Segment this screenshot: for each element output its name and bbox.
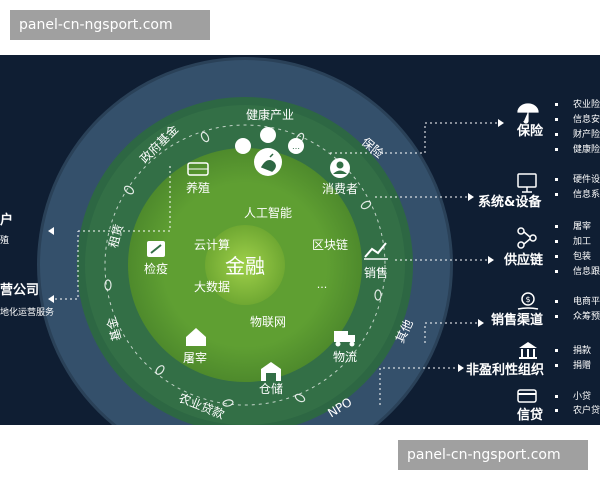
institution-icon (519, 342, 537, 359)
right-credit-item-1: 农户贷 (573, 404, 600, 416)
chicken-icon (260, 153, 276, 172)
right-npo-item-0: 捐款 (573, 344, 591, 356)
truck-icon (334, 331, 348, 342)
right-insurance-item-0: 农业险 (573, 98, 600, 110)
watermark-top: panel-cn-ngsport.com (10, 10, 210, 40)
svg-text:…: … (292, 142, 300, 151)
right-systems-item-0: 硬件设 (573, 173, 600, 185)
right-connectors (330, 122, 500, 405)
right-title-supply-chain: 供应链 (503, 252, 544, 268)
node-label-logistics: 物流 (333, 350, 357, 364)
right-insurance-item-1: 信息安 (573, 113, 600, 125)
right-systems-item-1: 信息系 (573, 188, 600, 200)
node-label-storage: 仓储 (259, 381, 283, 396)
watermark-bottom: panel-cn-ngsport.com (398, 440, 588, 470)
svg-text:$: $ (525, 295, 530, 304)
right-title-npo: 非盈利性组织 (466, 362, 544, 378)
right-block-sales-channel: $ 销售渠道 电商平 众筹预 (491, 292, 600, 328)
right-insurance-item-2: 财产险 (573, 128, 600, 140)
right-supply-item-0: 屠宰 (573, 220, 591, 232)
outer-label-fund: 基金 (103, 316, 124, 343)
right-title-systems: 系统&设备 (478, 194, 542, 210)
network-icon (517, 227, 537, 249)
left-item1-sub: 殖 (0, 234, 9, 246)
left-connectors (50, 163, 171, 300)
right-sales-item-0: 电商平 (573, 295, 600, 307)
right-npo-item-1: 捐赠 (573, 359, 591, 371)
node-storage: 仓储 (259, 362, 283, 396)
node-label-consumer: 消费者 (322, 182, 358, 196)
right-block-npo: 非盈利性组织 捐款 捐赠 (466, 342, 591, 378)
right-insurance-item-3: 健康险 (573, 143, 600, 155)
house-icon (186, 328, 206, 346)
right-supply-item-3: 信息跟 (573, 265, 600, 277)
top-label: 健康产业 (246, 107, 294, 122)
right-supply-item-1: 加工 (573, 236, 591, 247)
right-supply-item-2: 包装 (573, 250, 591, 262)
node-label-breeding: 养殖 (186, 180, 210, 195)
node-slaughter: 屠宰 (183, 328, 207, 365)
node-label-slaughter: 屠宰 (183, 350, 207, 365)
left-arrows (48, 227, 54, 303)
node-breeding: 养殖 (186, 162, 210, 195)
credit-card-icon (517, 389, 537, 403)
umbrella-icon (517, 103, 539, 124)
node-quarantine: 检疫 (144, 241, 168, 276)
right-block-credit: 信贷 小贷 农户贷 (517, 389, 600, 423)
right-block-systems: 系统&设备 硬件设 信息系 (478, 173, 600, 210)
node-sales: 销售 (364, 242, 388, 280)
left-item1-title: 户 (0, 212, 13, 228)
finance-ecosystem-diagram: 金融 人工智能 区块链 云计算 大数据 ... 物联网 健康产业 … 养殖 消费… (0, 55, 600, 425)
node-consumer: 消费者 (322, 158, 358, 196)
right-title-sales-channel: 销售渠道 (491, 312, 543, 328)
node-label-quarantine: 检疫 (144, 261, 168, 276)
left-item2-title: 营公司 (0, 282, 39, 298)
inner-label-ai: 人工智能 (244, 205, 292, 220)
inner-label-iot: 物联网 (250, 315, 286, 329)
center-disc (205, 225, 285, 305)
dollar-hand-icon: $ (517, 292, 539, 310)
middle-path (104, 124, 386, 406)
right-credit-item-0: 小贷 (573, 390, 591, 402)
right-arrows (458, 119, 504, 372)
right-title-credit: 信贷 (517, 407, 543, 423)
right-sales-item-1: 众筹预 (573, 310, 600, 322)
right-block-insurance: 保险 农业险 信息安 财产险 健康险 (516, 98, 600, 155)
left-item2-sub: 地化运营服务 (0, 306, 54, 318)
health-industry-cluster: … (235, 127, 304, 176)
chart-up-icon (364, 242, 387, 258)
inner-label-cloud: 云计算 (194, 237, 230, 252)
inner-label-bigdata: 大数据 (194, 279, 230, 294)
center-label: 金融 (225, 254, 265, 278)
diagram-svg: 金融 人工智能 区块链 云计算 大数据 ... 物联网 健康产业 … 养殖 消费… (0, 57, 600, 425)
outer-label-leasing: 租赁 (106, 223, 126, 250)
inner-label-blockchain: 区块链 (312, 237, 348, 252)
node-logistics: 物流 (333, 331, 357, 364)
node-label-sales: 销售 (364, 265, 388, 280)
right-title-insurance: 保险 (516, 123, 544, 139)
monitor-icon (517, 173, 537, 188)
right-block-supply-chain: 供应链 屠宰 加工 包装 信息跟 (503, 220, 600, 277)
inner-label-more: ... (317, 278, 328, 291)
